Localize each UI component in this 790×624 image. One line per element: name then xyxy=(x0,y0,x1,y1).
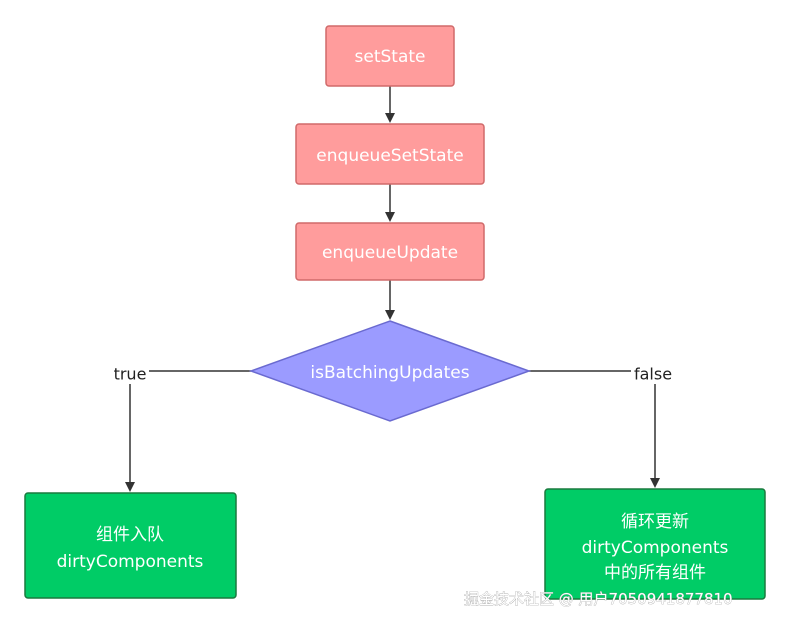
edge-decision-false-branch xyxy=(529,370,660,488)
edge-label-false: false xyxy=(634,365,672,384)
edge-decision-true-branch xyxy=(125,370,251,492)
node-setstate xyxy=(325,25,455,87)
node-decision-label: isBatchingUpdates xyxy=(310,363,469,383)
node-true-result-line2: dirtyComponents xyxy=(57,552,204,572)
node-true-result-line1: 组件入队 xyxy=(96,525,164,545)
false-label-bg xyxy=(631,364,679,384)
node-true-result xyxy=(24,492,237,599)
watermark-text: 掘金技术社区 @ 用户7050941877810 xyxy=(464,590,733,608)
node-enqueueupdate-label: enqueueUpdate xyxy=(322,243,458,263)
edge-label-true: true xyxy=(114,365,147,384)
node-false-result-line1: 循环更新 xyxy=(621,512,689,532)
node-enqueuesetstate-label: enqueueSetState xyxy=(316,146,463,166)
node-false-result xyxy=(544,488,766,600)
node-decision xyxy=(248,320,532,422)
node-false-result-line3: 中的所有组件 xyxy=(604,563,706,583)
node-setstate-label: setState xyxy=(355,47,426,67)
node-enqueuesetstate xyxy=(295,123,485,185)
true-label-bg xyxy=(111,364,149,384)
node-false-result-line2: dirtyComponents xyxy=(582,538,729,558)
node-enqueueupdate xyxy=(295,222,485,281)
